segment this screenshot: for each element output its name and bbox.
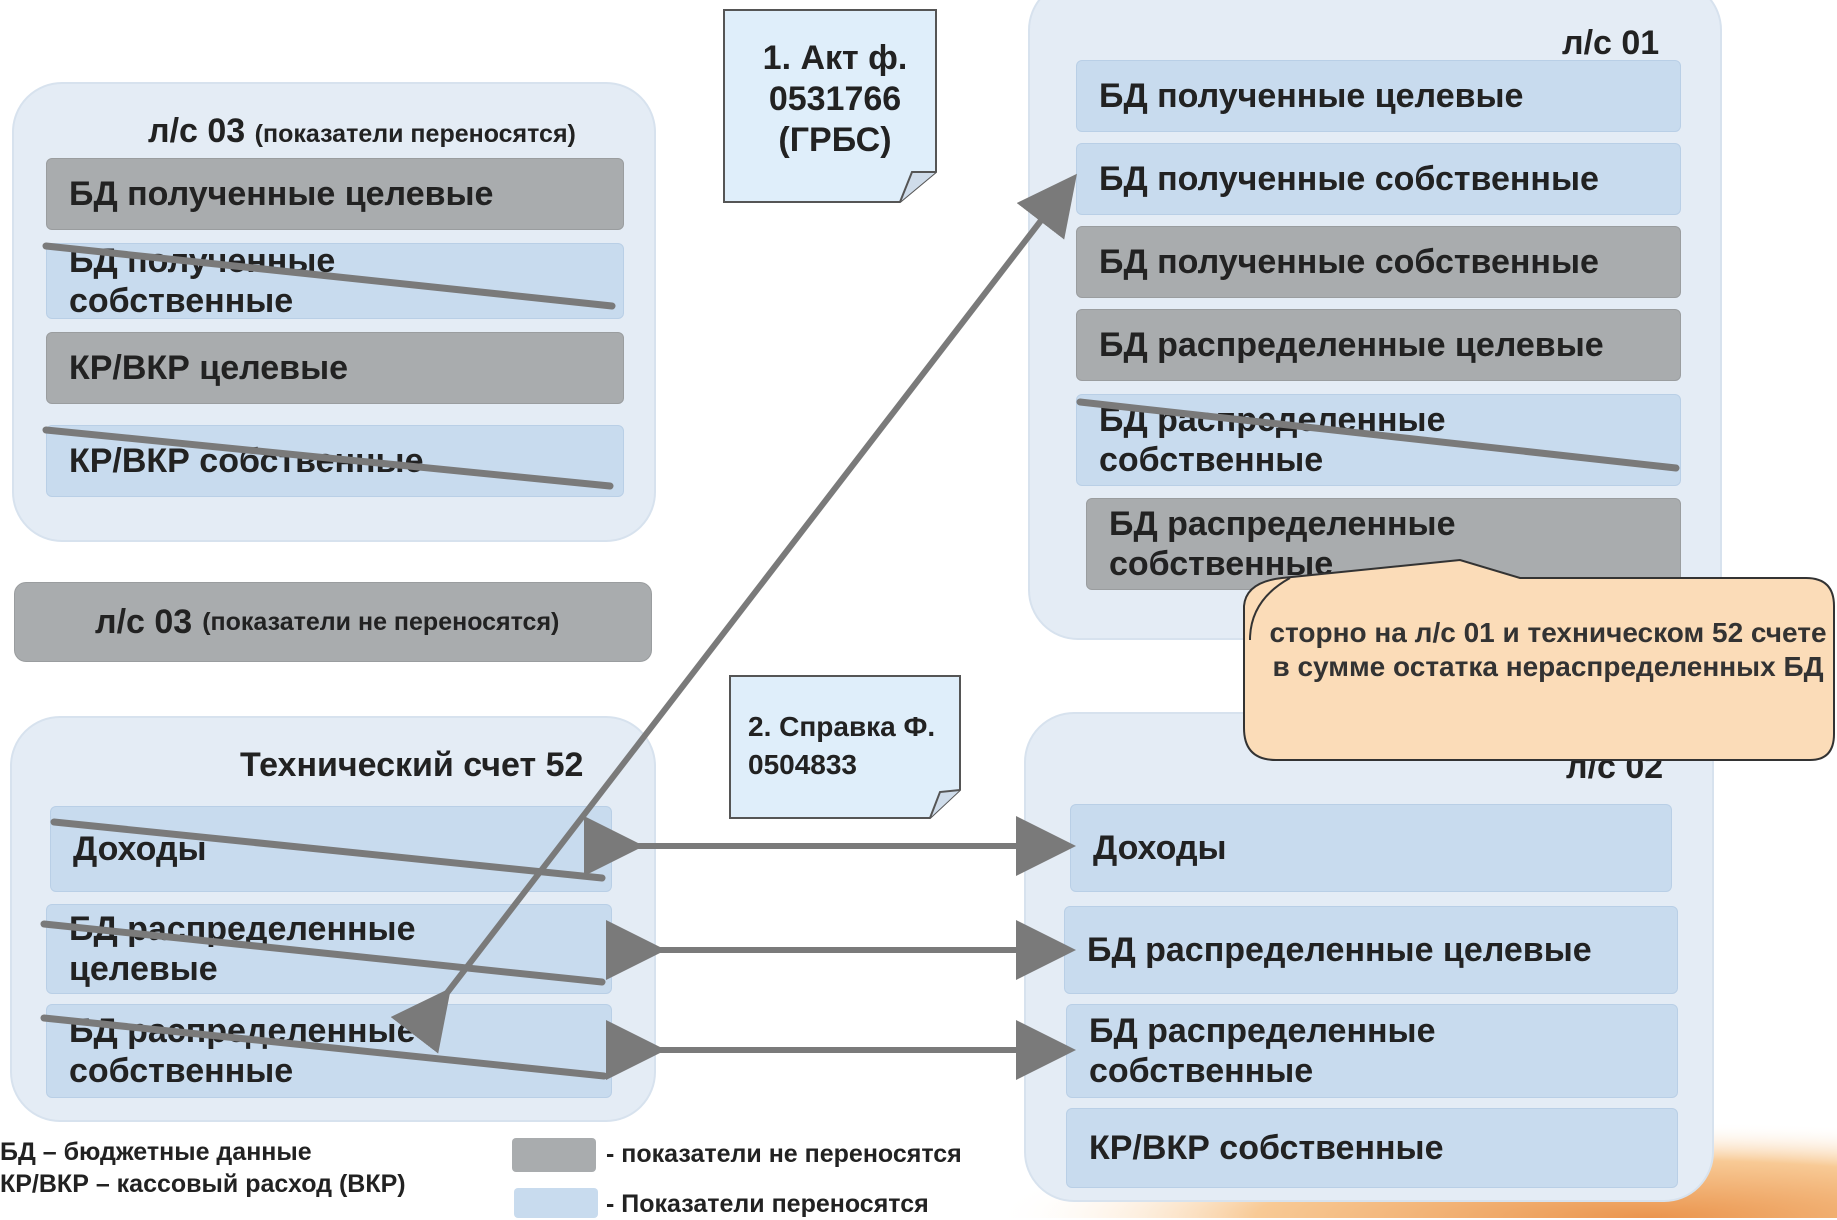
- legend-abbrev-kr: КР/ВКР – кассовый расход (ВКР): [0, 1170, 406, 1198]
- ls02-item-1-label: Доходы: [1093, 829, 1227, 867]
- ls02-item-2: БД распределенные целевые: [1064, 906, 1678, 994]
- ls01-item-4: БД распределенные целевые: [1076, 309, 1681, 381]
- ls01-item-3: БД полученные собственные: [1076, 226, 1681, 298]
- legend-swatch-blue: [514, 1188, 598, 1218]
- tech52-item-3-label: БД распределенные собственные: [69, 1012, 416, 1090]
- legend-not-transferred: - показатели не переносятся: [606, 1140, 962, 1168]
- ls01-item-1: БД полученные целевые: [1076, 60, 1681, 132]
- ls02-item-3: БД распределенные собственные: [1066, 1004, 1678, 1098]
- ls01-item-2-label: БД полученные собственные: [1099, 160, 1599, 198]
- ls03-top-title-main: л/с 03: [148, 112, 246, 150]
- strike-tech52-item-1: [50, 818, 606, 882]
- ls02-item-2-label: БД распределенные целевые: [1087, 931, 1592, 969]
- ls02-item-1: Доходы: [1070, 804, 1672, 892]
- strike-ls01-item-5: [1076, 398, 1680, 472]
- strike-tech52-item-2: [40, 920, 606, 986]
- strike-tech52-item-3: [40, 1014, 608, 1080]
- tech52-item-2-label: БД распределенные целевые: [69, 910, 416, 988]
- ls01-item-4-label: БД распределенные целевые: [1099, 326, 1604, 364]
- ls01-item-1-label: БД полученные целевые: [1099, 77, 1524, 115]
- ls01-title: л/с 01: [1562, 24, 1660, 62]
- note-act-text: 1. Акт ф. 0531766 (ГРБС): [762, 39, 908, 159]
- ls03-top-title: л/с 03 (показатели переносятся): [148, 112, 576, 151]
- callout-text: сторно на л/с 01 и техническом 52 счете …: [1269, 617, 1827, 682]
- strike-ls03-item-2: [42, 242, 616, 310]
- ls02-item-4-label: КР/ВКР собственные: [1089, 1129, 1444, 1167]
- arrow-tech52-to-ls01: [390, 173, 1077, 1054]
- strike-ls03-item-4: [42, 426, 614, 490]
- legend-swatch-gray: [512, 1138, 596, 1172]
- ls01-item-6-label: БД распределенные собственные: [1109, 505, 1456, 583]
- ls02-item-4: КР/ВКР собственные: [1066, 1108, 1678, 1188]
- ls02-item-3-label: БД распределенные собственные: [1089, 1012, 1436, 1090]
- legend-transferred: - Показатели переносятся: [606, 1190, 929, 1218]
- legend-abbrev-bd: БД – бюджетные данные: [0, 1138, 312, 1166]
- ls01-item-2: БД полученные собственные: [1076, 143, 1681, 215]
- ls03-top-item-3-label: КР/ВКР целевые: [69, 349, 349, 387]
- ls03-top-title-sub: (показатели переносятся): [254, 120, 576, 148]
- ls01-item-3-label: БД полученные собственные: [1099, 243, 1599, 281]
- ls03-bottom-title: л/с 03: [95, 603, 193, 641]
